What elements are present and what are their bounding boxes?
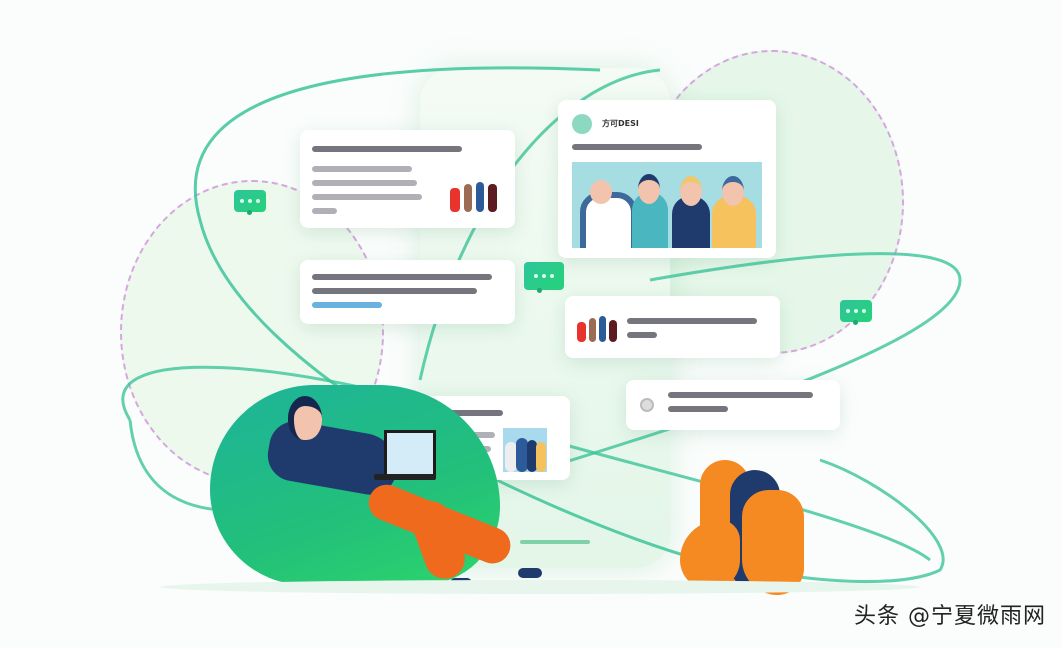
card-author: 方可DESI [602,119,639,128]
feed-card-top-right[interactable]: 方可DESI [558,100,776,258]
feed-card-mid-left[interactable] [300,260,515,324]
watermark: 头条 @宁夏微雨网 [854,604,1046,629]
person-head [288,396,322,440]
group-photo-icon [572,162,762,248]
people-icon [450,180,500,214]
shoe-icon [518,568,542,578]
group-photo-icon [503,428,547,472]
mini-program-icon [640,398,654,412]
card-link[interactable] [312,302,382,308]
feed-card-lower-right[interactable] [626,380,840,430]
avatar [572,114,592,134]
ground-shadow [160,580,920,594]
people-icon [577,316,617,344]
feed-card-top-left[interactable] [300,130,515,228]
chat-bubble-right[interactable] [840,300,872,325]
chat-bubble-center[interactable] [524,262,564,293]
feed-card-mid-right[interactable] [565,296,780,358]
laptop-base [374,474,436,480]
plant-leaf-left [680,520,740,590]
chat-bubble-left[interactable] [234,190,266,215]
laptop-screen [384,430,436,478]
phone-home-bar [520,540,590,544]
plant-leaf-front [742,490,804,595]
